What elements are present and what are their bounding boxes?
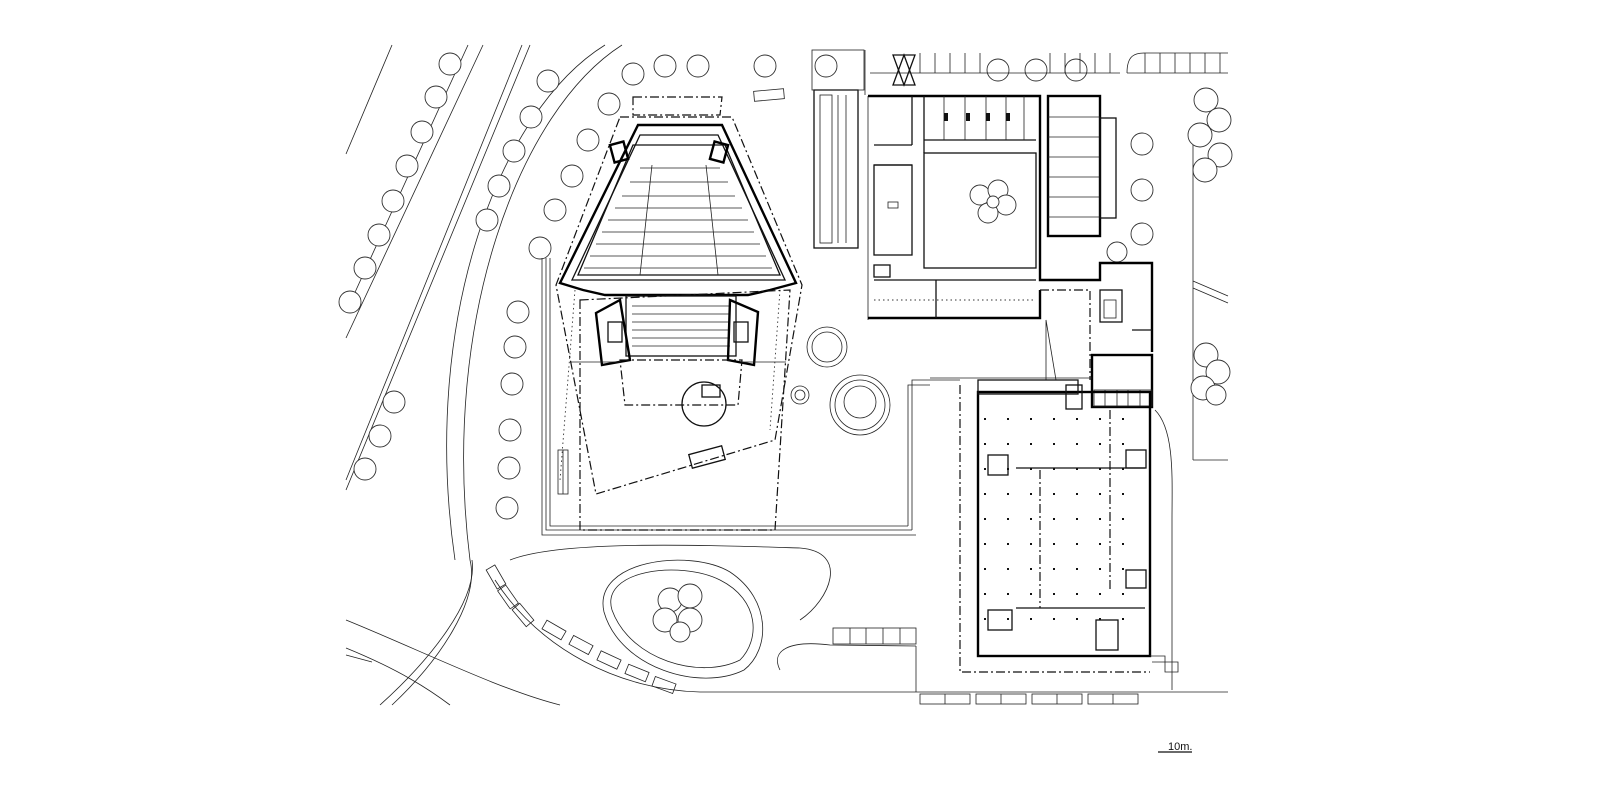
hall-column — [1053, 618, 1055, 620]
hall-column — [1099, 568, 1101, 570]
hall-column — [984, 518, 986, 520]
hall-column — [1099, 418, 1101, 420]
hall-column — [984, 593, 986, 595]
hall-column — [1007, 443, 1009, 445]
ramp-north — [811, 49, 1228, 320]
hall-column — [1007, 418, 1009, 420]
hall-column — [1053, 443, 1055, 445]
street-trees — [338, 52, 1154, 520]
hall-column — [1007, 593, 1009, 595]
hall-column — [1053, 518, 1055, 520]
hall-column — [1122, 618, 1124, 620]
hall-column — [984, 493, 986, 495]
hall-column — [1030, 493, 1032, 495]
east-edge — [1187, 87, 1233, 461]
hall-column — [984, 443, 986, 445]
parking-south — [753, 88, 1139, 705]
hall-column — [1122, 593, 1124, 595]
hall-columns — [984, 418, 1124, 620]
south-hall — [959, 379, 1179, 690]
hall-column — [1007, 468, 1009, 470]
hall-column — [1122, 568, 1124, 570]
hall-column — [1099, 543, 1101, 545]
hall-column — [1030, 518, 1032, 520]
hall-column — [1007, 493, 1009, 495]
fence-north — [919, 52, 1228, 74]
courtyard-building — [868, 94, 1154, 352]
hall-column — [1076, 568, 1078, 570]
hall-column — [1076, 518, 1078, 520]
connector-hall — [930, 289, 1154, 409]
hall-column — [1122, 468, 1124, 470]
boulevard-lines — [345, 44, 1228, 706]
hall-column — [1076, 618, 1078, 620]
hall-column — [1122, 493, 1124, 495]
hall-column — [1099, 468, 1101, 470]
hall-column — [1099, 518, 1101, 520]
hall-column — [1030, 543, 1032, 545]
hall-column — [1099, 593, 1101, 595]
hall-column — [1030, 568, 1032, 570]
parking-curve — [485, 564, 677, 694]
hall-column — [1053, 568, 1055, 570]
hall-column — [1076, 493, 1078, 495]
hall-column — [1099, 618, 1101, 620]
scale-bar-label: 10m. — [1168, 741, 1193, 753]
hall-column — [984, 568, 986, 570]
hall-column — [1122, 418, 1124, 420]
hall-column — [1053, 593, 1055, 595]
hall-column — [1122, 518, 1124, 520]
hall-column — [1007, 568, 1009, 570]
hall-column — [1007, 518, 1009, 520]
hall-column — [1030, 468, 1032, 470]
hall-column — [1099, 493, 1101, 495]
hall-column — [1053, 493, 1055, 495]
hall-column — [1076, 418, 1078, 420]
hall-column — [1053, 468, 1055, 470]
plaza-platform — [541, 258, 960, 536]
hall-column — [984, 543, 986, 545]
hall-column — [1030, 443, 1032, 445]
traffic-island — [602, 559, 763, 679]
hall-column — [1030, 618, 1032, 620]
rotunda — [790, 326, 891, 436]
hall-column — [1076, 468, 1078, 470]
hall-column — [1053, 543, 1055, 545]
hall-column — [1030, 418, 1032, 420]
hall-column — [1076, 443, 1078, 445]
hall-column — [1053, 418, 1055, 420]
hall-column — [1122, 443, 1124, 445]
hall-column — [984, 418, 986, 420]
hall-column — [984, 468, 986, 470]
hall-column — [1007, 543, 1009, 545]
hall-column — [1122, 543, 1124, 545]
hall-column — [1076, 593, 1078, 595]
hall-column — [984, 618, 986, 620]
auditorium — [555, 96, 803, 495]
hall-column — [1030, 593, 1032, 595]
hall-column — [1007, 618, 1009, 620]
hall-column — [1099, 443, 1101, 445]
hall-column — [1076, 543, 1078, 545]
